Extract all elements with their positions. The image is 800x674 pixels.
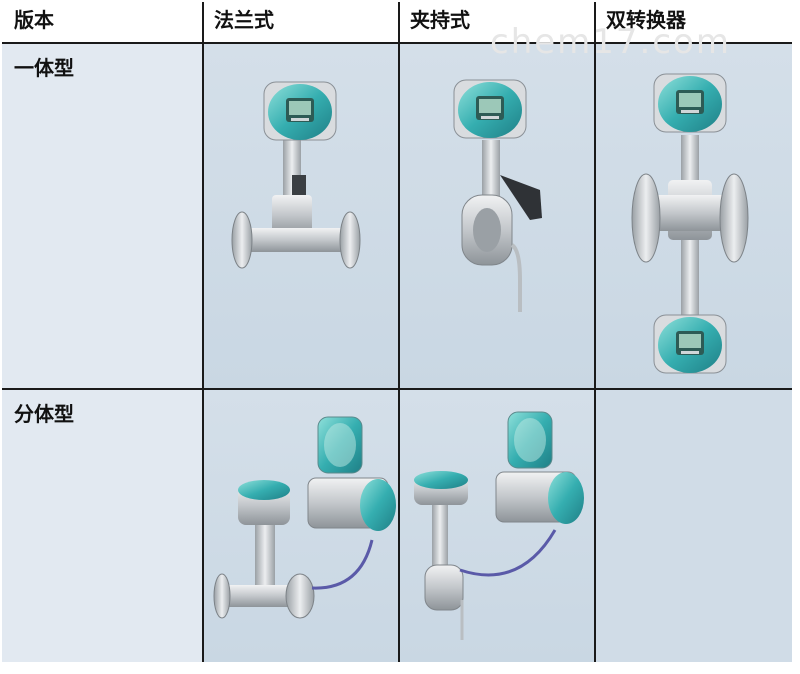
column-divider-3: [594, 2, 596, 662]
watermark: chem17.com: [490, 22, 731, 62]
header-version: 版本: [14, 8, 54, 32]
product-version-table: 版本 法兰式 夹持式 双转换器 一体型 分体型: [2, 2, 792, 662]
remote-flange-meter: [213, 416, 396, 619]
row-divider: [2, 388, 792, 390]
remote-wafer-meter: [414, 411, 584, 640]
header-wafer: 夹持式: [410, 8, 470, 32]
header-divider: [2, 42, 792, 44]
integral-flange-meter: [231, 81, 361, 269]
column-divider-2: [398, 2, 400, 662]
header-flange: 法兰式: [214, 8, 274, 32]
row-remote-label-cell: 分体型: [2, 390, 202, 662]
row-label-integral: 一体型: [14, 56, 74, 80]
column-divider-1: [202, 2, 204, 662]
dual-transmitter-meter: [631, 73, 749, 374]
empty-cell: [596, 390, 792, 662]
integral-wafer-meter: [453, 79, 542, 312]
row-label-remote: 分体型: [14, 402, 74, 426]
header-dual-transmitter: 双转换器: [606, 8, 686, 32]
row-integral-label-cell: 一体型: [2, 44, 202, 388]
